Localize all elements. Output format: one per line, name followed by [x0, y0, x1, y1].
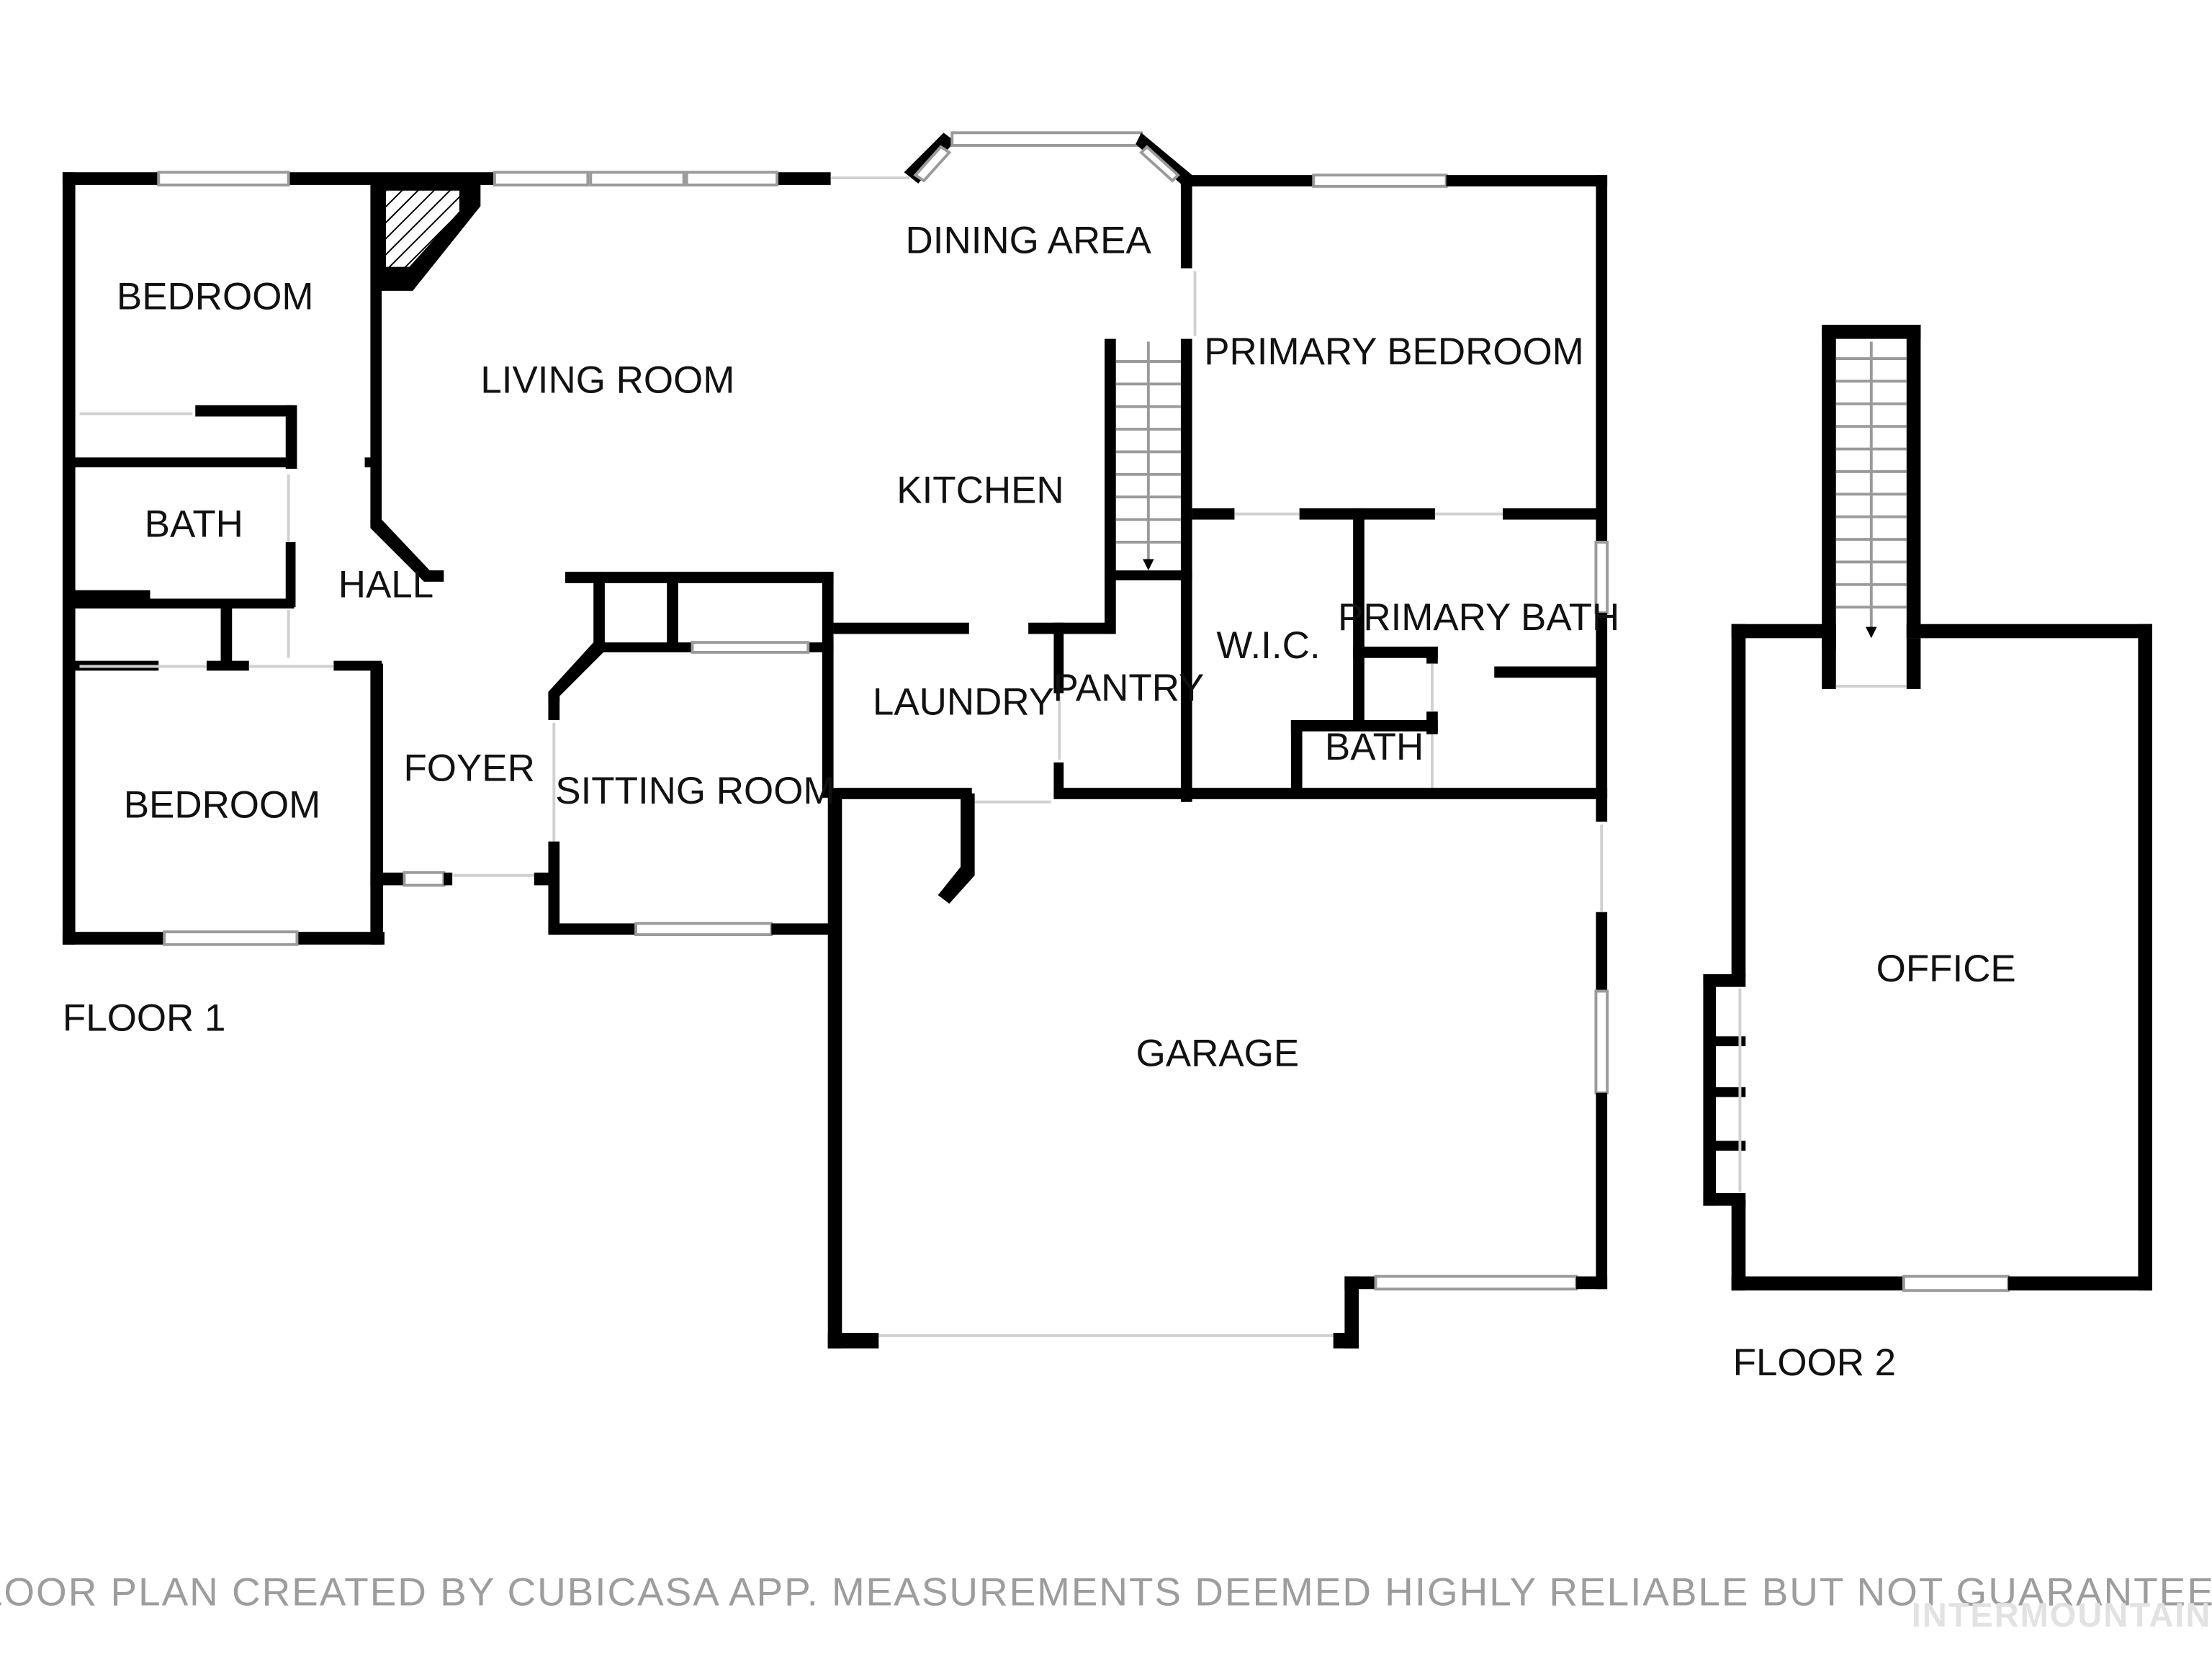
floor-1-label: FLOOR 1 — [63, 997, 226, 1040]
label-living-room: LIVING ROOM — [480, 359, 734, 401]
label-pantry: PANTRY — [1053, 667, 1204, 709]
window — [163, 930, 299, 946]
label-sitting-room: SITTING ROOM — [555, 770, 835, 812]
disclaimer-text: FLOOR PLAN CREATED BY CUBICASA APP. MEAS… — [0, 1569, 2212, 1614]
label-bedroom-2: BEDROOM — [124, 784, 321, 827]
label-garage: GARAGE — [1136, 1033, 1300, 1075]
label-primary-bath: PRIMARY BATH — [1338, 596, 1619, 639]
label-wic: W.I.C. — [1216, 624, 1320, 667]
window — [634, 922, 773, 937]
label-bedroom-1: BEDROOM — [117, 276, 314, 318]
window — [157, 171, 290, 186]
label-dining-area: DINING AREA — [906, 219, 1152, 261]
window — [950, 131, 1143, 147]
window — [1902, 1274, 2010, 1292]
label-bath-1: BATH — [145, 503, 243, 545]
window — [691, 641, 810, 654]
floor-2-label: FLOOR 2 — [1733, 1341, 1897, 1384]
window — [493, 171, 590, 186]
floor-2-plan — [1703, 324, 2152, 1292]
window — [1594, 989, 1609, 1094]
window — [403, 871, 446, 887]
label-hall: HALL — [338, 564, 433, 606]
staircase — [1115, 341, 1181, 571]
label-foyer: FOYER — [403, 747, 534, 790]
window — [589, 171, 685, 186]
label-laundry: LAUNDRY — [873, 680, 1054, 723]
floor-1-plan — [62, 131, 1609, 1349]
label-primary-bedroom: PRIMARY BEDROOM — [1204, 331, 1584, 373]
label-office: OFFICE — [1876, 948, 2016, 990]
label-bath-2: BATH — [1325, 726, 1424, 768]
label-kitchen: KITCHEN — [896, 469, 1064, 511]
watermark-text: INTERMOUNTAIN — [1912, 1596, 2212, 1634]
window — [1312, 174, 1448, 188]
staircase-upper — [1835, 341, 1907, 639]
window — [685, 171, 779, 186]
window — [1374, 1274, 1578, 1291]
